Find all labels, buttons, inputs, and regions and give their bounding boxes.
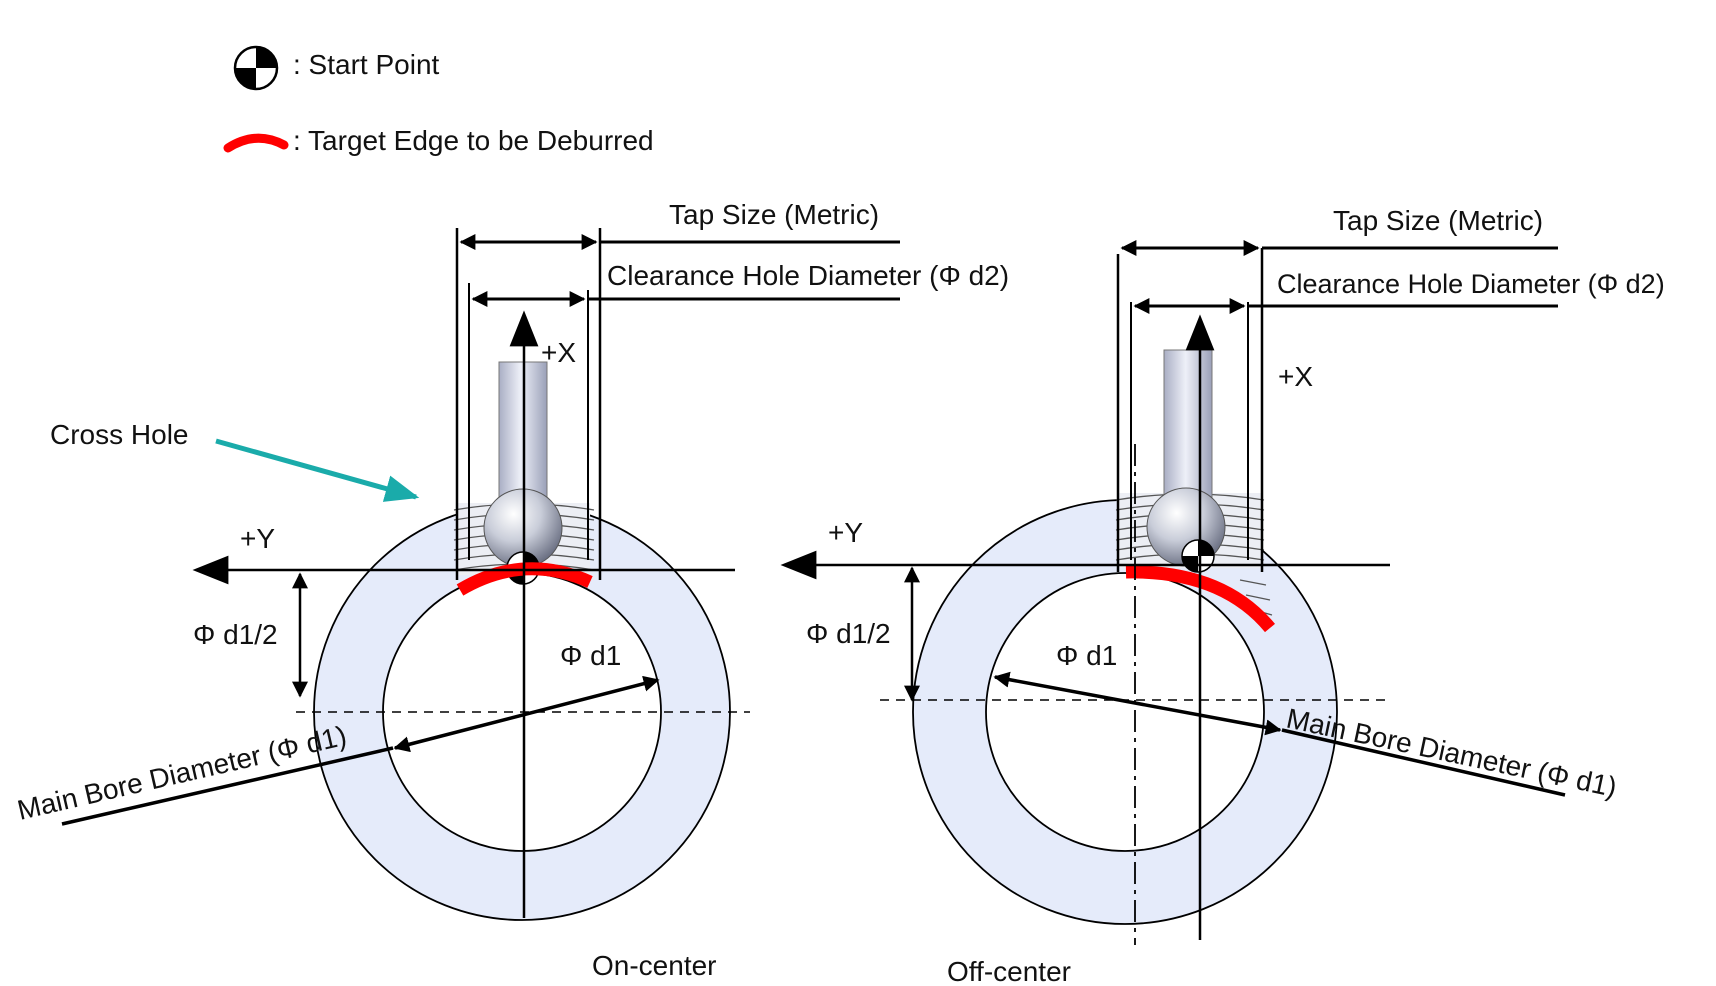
deburring-tool-shaft — [1163, 349, 1213, 501]
cross-hole-label: Cross Hole — [50, 419, 188, 450]
on-center-diagram: Tap Size (Metric) Clearance Hole Diamete… — [14, 199, 1009, 981]
left-plus-y-label: +Y — [240, 523, 275, 554]
legend: : Start Point : Target Edge to be Deburr… — [223, 45, 654, 156]
right-half-d1-label: Φ d1/2 — [806, 618, 891, 649]
right-clearance-label: Clearance Hole Diameter (Φ d2) — [1277, 269, 1665, 299]
left-half-d1-label: Φ d1/2 — [193, 619, 278, 650]
left-plus-x-label: +X — [541, 337, 576, 368]
left-tap-size-label: Tap Size (Metric) — [669, 199, 879, 230]
left-d1-label: Φ d1 — [560, 640, 621, 671]
red-arc-icon — [223, 133, 289, 153]
right-plus-y-label: +Y — [828, 517, 863, 548]
start-point-marker-icon — [233, 45, 279, 91]
left-clearance-label: Clearance Hole Diameter (Φ d2) — [607, 260, 1009, 291]
legend-start-point-label: : Start Point — [293, 49, 440, 80]
target-edge-arc — [1125, 565, 1276, 633]
off-center-diagram: Tap Size (Metric) Clearance Hole Diamete… — [780, 205, 1665, 986]
right-main-bore-label: Main Bore Diameter (Φ d1) — [1284, 703, 1620, 803]
left-main-bore-label: Main Bore Diameter (Φ d1) — [14, 720, 349, 826]
right-d1-label: Φ d1 — [1056, 640, 1117, 671]
right-plus-x-label: +X — [1278, 361, 1313, 392]
right-tap-size-label: Tap Size (Metric) — [1333, 205, 1543, 236]
start-point-marker-icon — [1181, 539, 1215, 573]
bore-inner-circle — [985, 572, 1265, 852]
off-center-caption: Off-center — [947, 956, 1071, 986]
on-center-caption: On-center — [592, 950, 717, 981]
legend-target-edge-label: : Target Edge to be Deburred — [293, 125, 654, 156]
